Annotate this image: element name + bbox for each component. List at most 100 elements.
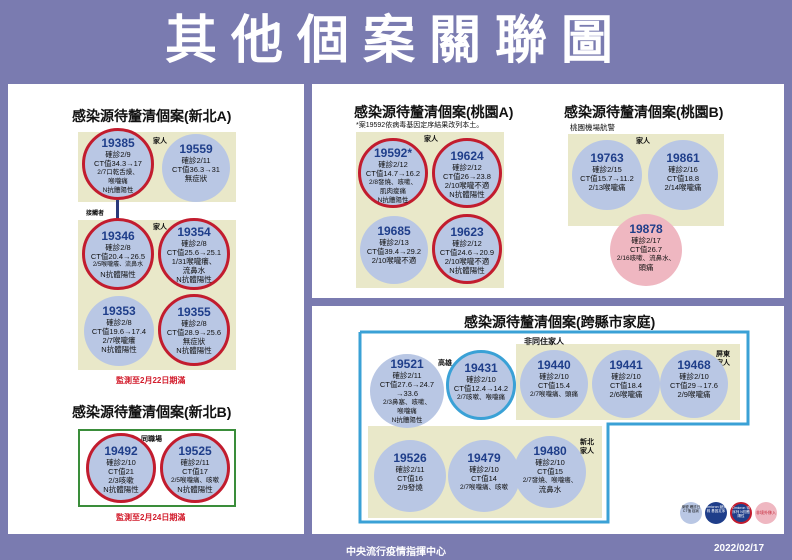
case-line: 2/7喉嚨痛、頭痛 — [529, 391, 579, 398]
case-id: 19861 — [666, 151, 700, 165]
case-line: →33.6 — [395, 389, 419, 398]
legend-case-icon: 案號 確診日 CT值 症狀 — [680, 502, 702, 524]
case-line: 2/10喉嚨不適 — [444, 257, 490, 266]
case-line: 確診2/12 — [378, 160, 408, 169]
case-id: 19525 — [178, 444, 212, 458]
case-line: 2/10喉嚨不適 — [444, 181, 490, 190]
legend: 案號 確診日 CT值 症狀 Omicron 變異株 基因定序 Omicron 待… — [680, 498, 780, 528]
case-line: 確診2/9 — [105, 150, 131, 159]
case-line: N抗體陽性 — [103, 485, 139, 494]
case-line: N抗體陽性 — [449, 266, 485, 275]
taoyuan-b-subtitle: 桃園機場航警 — [570, 123, 615, 132]
case-19685: 19685 確診2/13 CT值39.4→29.2 2/10喉嚨不適 — [360, 216, 428, 284]
case-line: 流鼻水 — [538, 485, 562, 494]
legend-text: 非境外移入 — [756, 510, 776, 515]
label-nonliving: 非同住家人 — [524, 337, 564, 346]
footer-center: 中央流行疫情指揮中心 — [346, 547, 446, 558]
case-19480: 19480 確診2/10 CT值15 2/7發燒、喉嚨癢、 流鼻水 — [514, 436, 586, 508]
case-line: 喉嚨痛 — [397, 408, 417, 415]
case-line: CT值15 — [537, 467, 563, 476]
case-line: 流鼻水 — [182, 266, 206, 275]
case-line: CT值36.3→31 — [172, 165, 220, 174]
page-title: 其他個案關聯圖 — [0, 0, 792, 82]
label-kaohsiung: 高雄 — [438, 360, 452, 367]
case-id: 19526 — [393, 451, 427, 465]
case-line: 確診2/10 — [106, 458, 136, 467]
case-line: 確診2/8 — [105, 243, 131, 252]
left-panel: 感染源待釐清個案(新北A) 家人 19385 確診2/9 CT值34.3→17 … — [8, 84, 304, 534]
case-line: 2/6喉嚨痛 — [609, 390, 643, 399]
legend-text: Omicron 待序列 N抗體陽性 — [732, 506, 750, 518]
label-family-1: 家人 — [153, 138, 167, 145]
case-line: CT值20.4→26.5 — [90, 252, 146, 261]
case-id: 19431 — [464, 361, 498, 375]
case-line: N抗體陽性 — [100, 270, 136, 279]
case-line: 2/5喉嚨痛、咳嗽 — [170, 477, 220, 484]
case-line: CT值14 — [471, 474, 497, 483]
case-line: N抗體陽性 — [176, 346, 212, 355]
case-line: 2/7喉嚨癢 — [102, 336, 136, 345]
case-line: N抗體陽性 — [102, 187, 134, 194]
case-line: 確診2/13 — [379, 238, 409, 247]
label-family-ty-a: 家人 — [424, 136, 438, 143]
case-19525: 19525 確診2/11 CT值17 2/5喉嚨痛、咳嗽 N抗體陽性 — [160, 433, 230, 503]
case-19468: 19468 確診2/10 CT值29→17.6 2/9喉嚨痛 — [660, 350, 728, 418]
case-id: 19346 — [101, 229, 135, 243]
case-19623: 19623 確診2/12 CT值24.6→20.9 2/10喉嚨不適 N抗體陽性 — [432, 214, 502, 284]
case-line: CT值14.7→16.2 — [365, 169, 421, 178]
case-line: 2/5喉嚨癢、流鼻水 — [92, 262, 144, 268]
case-line: 2/3咳嗽 — [108, 476, 134, 485]
case-line: 喉嚨痛 — [108, 178, 128, 185]
connector-line — [116, 200, 119, 220]
case-id: 19878 — [629, 222, 663, 236]
case-19385: 19385 確診2/9 CT值34.3→17 2/7口乾舌燥、 喉嚨痛 N抗體陽… — [82, 128, 154, 200]
case-19353: 19353 確診2/8 CT值19.6→17.4 2/7喉嚨癢 N抗體陽性 — [84, 296, 154, 366]
case-19624: 19624 確診2/12 CT值26→23.8 2/10喉嚨不適 N抗體陽性 — [432, 138, 502, 208]
case-line: 確診2/8 — [106, 318, 132, 327]
case-line: CT值16 — [397, 474, 423, 483]
case-line: N抗體陽性 — [177, 485, 213, 494]
case-line: 2/10喉嚨不適 — [371, 256, 417, 265]
case-line: 確診2/11 — [392, 371, 422, 380]
case-id: 19623 — [450, 225, 484, 239]
case-id: 19492 — [104, 444, 138, 458]
case-19559: 19559 確診2/11 CT值36.3→31 無症狀 — [162, 134, 230, 202]
case-id: 19685 — [377, 224, 411, 238]
case-id: 19468 — [677, 358, 711, 372]
cross-county-outline — [358, 330, 750, 524]
case-line: CT值39.4→29.2 — [366, 247, 422, 256]
case-line: 2/16咳嗽、流鼻水、 — [616, 255, 676, 262]
case-line: 確診2/8 — [181, 319, 207, 328]
section-title-cross-county: 感染源待釐清個案(跨縣市家庭) — [464, 314, 656, 330]
section-title-newtaipei-b: 感染源待釐清個案(新北B) — [72, 404, 232, 420]
case-line: CT值24.6→20.9 — [439, 248, 495, 257]
case-19521: 19521 確診2/11 CT值27.6→24.7 →33.6 2/3鼻塞、咳嗽… — [370, 354, 444, 428]
label-family-2: 家人 — [153, 224, 167, 231]
legend-text: Omicron 變異株 基因定序 — [705, 505, 727, 513]
case-19355: 19355 確診2/8 CT值28.9→25.6 無症狀 N抗體陽性 — [158, 294, 230, 366]
label-coworker: 同職場 — [141, 436, 162, 443]
case-line: CT值34.3→17 — [94, 159, 142, 168]
case-line: 確診2/12 — [452, 163, 482, 172]
case-19526: 19526 確診2/11 CT值16 2/9發燒 — [374, 440, 446, 512]
case-id: 19353 — [102, 304, 136, 318]
case-line: 確診2/11 — [181, 156, 211, 165]
case-19346: 19346 確診2/8 CT值20.4→26.5 2/5喉嚨癢、流鼻水 N抗體陽… — [82, 218, 154, 290]
case-id: 19559 — [179, 142, 213, 156]
coworker-box — [78, 429, 236, 507]
case-line: 確診2/10 — [611, 372, 641, 381]
case-line: 確診2/15 — [592, 165, 622, 174]
case-line: 確診2/12 — [452, 239, 482, 248]
case-line: 2/9發燒 — [397, 483, 423, 492]
label-pingtung: 屏東家人 — [716, 351, 730, 367]
case-line: N抗體陽性 — [391, 417, 423, 424]
case-line: CT值18.4 — [609, 381, 643, 390]
case-id: 19441 — [609, 358, 643, 372]
case-line: CT值17 — [182, 467, 208, 476]
case-id: 19440 — [537, 358, 571, 372]
case-19763: 19763 確診2/15 CT值15.7→11.2 2/13喉嚨痛 — [572, 140, 642, 210]
case-line: 無症狀 — [182, 337, 206, 346]
case-19592: 19592* 確診2/12 CT值14.7→16.2 2/8發燒、咳嗽、 肌肉痠… — [358, 138, 428, 208]
case-19492: 19492 確診2/10 CT值21 2/3咳嗽 N抗體陽性 — [86, 433, 156, 503]
case-line: CT值15.4 — [537, 381, 571, 390]
